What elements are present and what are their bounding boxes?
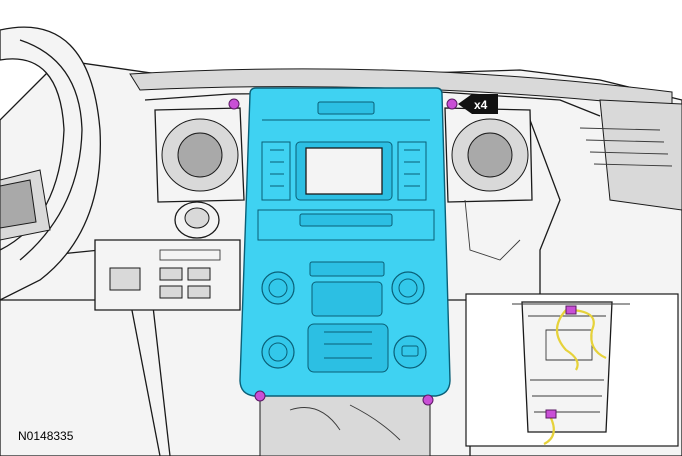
center-bezel <box>239 87 451 397</box>
quantity-callout: x4 <box>458 94 498 114</box>
fastener-clip-icon <box>446 98 458 110</box>
fastener-clip-icon <box>228 98 240 110</box>
reference-id: N0148335 <box>18 429 74 443</box>
wiring-connector-icon <box>565 305 577 315</box>
fastener-clip-icon <box>254 390 266 402</box>
inset-detail <box>465 293 679 447</box>
left-switch-panel <box>94 239 241 311</box>
arrow-callout-icon <box>458 94 498 114</box>
fastener-clip-icon <box>422 394 434 406</box>
left-air-vent <box>154 107 245 239</box>
bezel-knobs <box>261 271 427 369</box>
quantity-label: x4 <box>474 98 488 112</box>
steering-wheel <box>0 26 102 301</box>
right-air-vent <box>444 107 533 261</box>
fastener-clips <box>228 98 458 406</box>
wiring-connector-icon <box>545 409 557 419</box>
